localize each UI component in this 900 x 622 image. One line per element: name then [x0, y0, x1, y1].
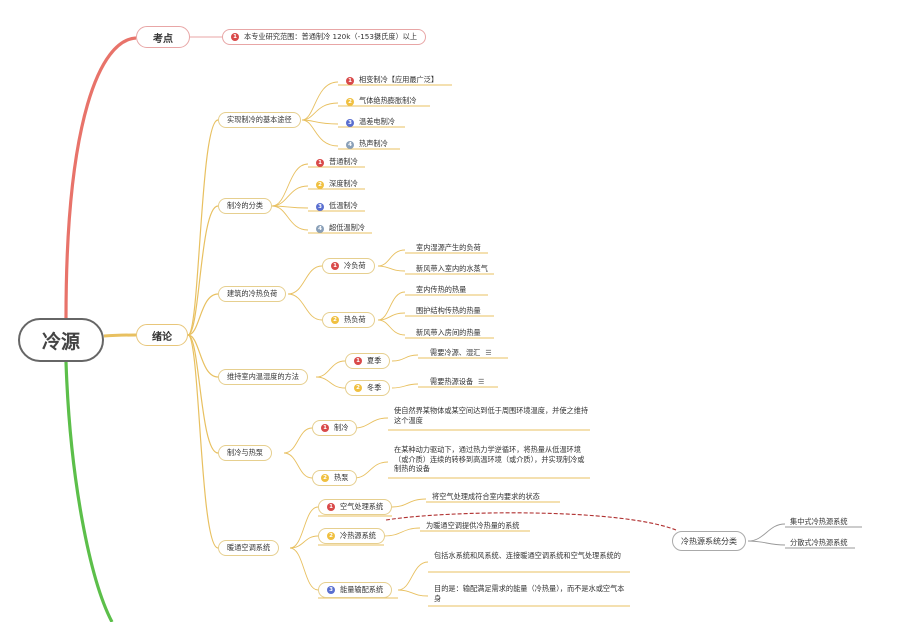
branch-refrig-heatpump[interactable]: 制冷与热泵 — [218, 445, 272, 461]
class-item-2[interactable]: 2 深度制冷 — [316, 179, 358, 189]
wires-xulun-branches — [187, 119, 219, 549]
floating-topic-source-classification[interactable]: 冷热源系统分类 — [672, 531, 746, 551]
branch-maintain-method[interactable]: 维持室内温湿度的方法 — [218, 369, 308, 385]
winter-leaf: 需要热源设备 ☰ — [430, 377, 484, 388]
season-winter[interactable]: 2 冬季 — [345, 380, 391, 396]
number-badge: 1 — [346, 77, 354, 85]
hvac-cold-heat-source[interactable]: 2 冷热源系统 — [318, 528, 385, 544]
number-badge: 2 — [346, 98, 354, 106]
number-badge: 2 — [331, 316, 339, 324]
wire-root-kaodian — [64, 36, 137, 319]
heating-load-leaf-2: 围护结构传热的热量 — [416, 306, 481, 315]
note-icon[interactable]: ☰ — [485, 349, 492, 357]
class-item-text: 普通制冷 — [329, 157, 358, 166]
topic-kaodian[interactable]: 考点 — [136, 26, 190, 48]
hvac-item-label: 空气处理系统 — [340, 502, 384, 511]
source-class-distributed: 分散式冷热源系统 — [790, 538, 848, 547]
hvac-air-handling[interactable]: 1 空气处理系统 — [318, 499, 393, 515]
air-handling-leaf: 将空气处理成符合室内要求的状态 — [432, 492, 540, 501]
branch-hvac-system[interactable]: 暖通空调系统 — [218, 540, 280, 556]
method-item-text: 温差电制冷 — [359, 117, 395, 126]
number-badge: 1 — [316, 159, 324, 167]
item-label: 制冷 — [334, 423, 349, 432]
source-class-centralized: 集中式冷热源系统 — [790, 517, 848, 526]
number-badge: 1 — [321, 424, 329, 432]
class-item-text: 低温制冷 — [329, 201, 358, 210]
method-item-text: 气体绝热膨胀制冷 — [359, 96, 417, 105]
number-badge: 2 — [321, 474, 329, 482]
hvac-item-label: 冷热源系统 — [340, 531, 376, 540]
root-node[interactable]: 冷源 — [18, 318, 104, 362]
number-badge: 2 — [316, 181, 324, 189]
number-badge: 3 — [316, 203, 324, 211]
number-badge: 2 — [354, 384, 362, 392]
method-item-4[interactable]: 4 热声制冷 — [346, 139, 388, 149]
season-summer[interactable]: 1 夏季 — [345, 353, 391, 369]
number-badge: 1 — [331, 262, 339, 270]
branch-building-load[interactable]: 建筑的冷热负荷 — [218, 286, 287, 302]
item-label: 热泵 — [334, 473, 349, 482]
method-item-text: 相变制冷【应用最广泛】 — [359, 75, 439, 84]
branch-basic-methods[interactable]: 实现制冷的基本途径 — [218, 112, 301, 128]
energy-distribution-leaf-1: 包括水系统和风系统、连接暖通空调系统和空气处理系统的 — [434, 551, 621, 560]
wire-root-xulun — [103, 333, 137, 338]
heatpump-definition: 在某种动力驱动下，通过热力学逆循环，将热量从低温环境（或介质）连续的转移到高温环… — [394, 445, 585, 473]
number-badge: 4 — [346, 141, 354, 149]
number-badge: 3 — [327, 586, 335, 594]
hvac-energy-distribution[interactable]: 3 能量输配系统 — [318, 582, 393, 598]
number-badge: 1 — [327, 503, 335, 511]
number-badge: 2 — [327, 532, 335, 540]
class-item-text: 深度制冷 — [329, 179, 358, 188]
hvac-item-label: 能量输配系统 — [340, 585, 384, 594]
class-item-4[interactable]: 4 超低温制冷 — [316, 223, 365, 233]
branch-classification[interactable]: 制冷的分类 — [218, 198, 272, 214]
kaodian-item-text: 本专业研究范围：普通制冷 120k（-153摄氏度）以上 — [244, 32, 418, 41]
number-badge: 1 — [231, 33, 239, 41]
cooling-load-leaf-2: 新风带入室内的水蒸气 — [416, 264, 488, 273]
heating-load-leaf-1: 室内传热的热量 — [416, 285, 467, 294]
load-heating[interactable]: 2 热负荷 — [322, 312, 375, 328]
number-badge: 4 — [316, 225, 324, 233]
winter-leaf-text: 需要热源设备 — [430, 377, 474, 386]
item-heatpump[interactable]: 2 热泵 — [312, 470, 358, 486]
method-item-text: 热声制冷 — [359, 139, 388, 148]
method-item-3[interactable]: 3 温差电制冷 — [346, 117, 395, 127]
kaodian-item[interactable]: 1 本专业研究范围：普通制冷 120k（-153摄氏度）以上 — [222, 29, 427, 45]
season-label: 夏季 — [367, 356, 382, 365]
load-cooling[interactable]: 1 冷负荷 — [322, 258, 375, 274]
season-label: 冬季 — [367, 383, 382, 392]
refrigeration-definition: 使自然界某物体或某空间达到低于周围环境温度，并使之维持这个温度 — [394, 406, 589, 425]
heating-load-leaf-3: 新风带入房间的热量 — [416, 328, 481, 337]
method-item-1[interactable]: 1 相变制冷【应用最广泛】 — [346, 75, 438, 85]
cooling-load-leaf-1: 室内湿源产生的负荷 — [416, 243, 481, 252]
method-item-2[interactable]: 2 气体绝热膨胀制冷 — [346, 96, 417, 106]
topic-xulun[interactable]: 绪论 — [136, 324, 188, 346]
energy-distribution-leaf-2: 目的是：输配满足需求的能量（冷热量），而不是水或空气本身 — [434, 584, 625, 603]
class-item-1[interactable]: 1 普通制冷 — [316, 157, 358, 167]
wire-root-green — [64, 361, 114, 622]
cold-heat-source-leaf: 为暖通空调提供冷热量的系统 — [426, 521, 520, 530]
class-item-text: 超低温制冷 — [329, 223, 365, 232]
class-item-3[interactable]: 3 低温制冷 — [316, 201, 358, 211]
summer-leaf: 需要冷源、湿汇 ☰ — [430, 348, 492, 359]
note-icon[interactable]: ☰ — [478, 378, 485, 386]
number-badge: 1 — [354, 357, 362, 365]
number-badge: 3 — [346, 119, 354, 127]
load-label: 热负荷 — [344, 315, 366, 324]
summer-leaf-text: 需要冷源、湿汇 — [430, 348, 481, 357]
item-refrigeration[interactable]: 1 制冷 — [312, 420, 358, 436]
load-label: 冷负荷 — [344, 261, 366, 270]
